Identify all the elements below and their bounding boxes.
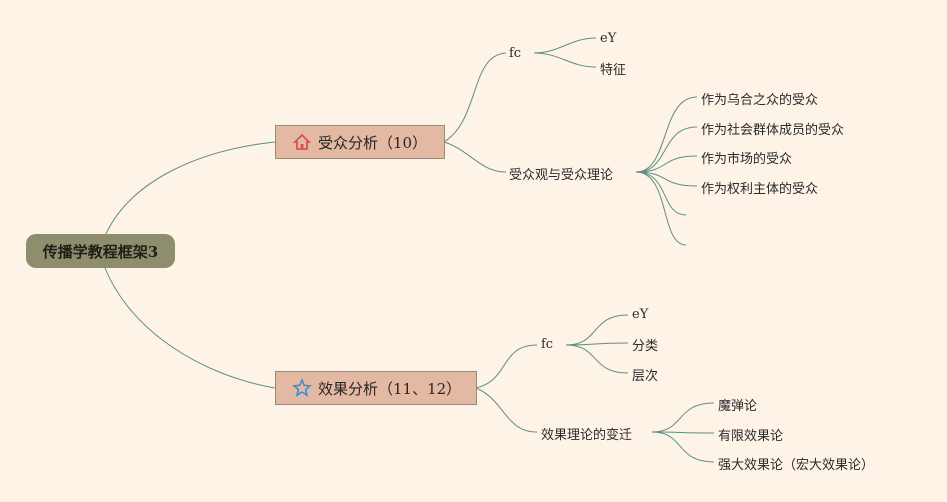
home-icon xyxy=(292,132,312,152)
leaf-node[interactable]: 分类 xyxy=(632,339,659,354)
leaf-node[interactable]: 有限效果论 xyxy=(718,429,784,444)
link-topic1-audience xyxy=(443,141,507,173)
leaf-node[interactable]: 作为权利主体的受众 xyxy=(701,182,819,197)
leaf-node[interactable]: 特征 xyxy=(600,63,627,78)
root-node[interactable]: 传播学教程框架3 xyxy=(26,234,175,268)
leaf-node[interactable]: 强大效果论（宏大效果论） xyxy=(718,458,875,473)
leaf-node[interactable]: 魔弹论 xyxy=(718,399,758,414)
link-topic1-fc xyxy=(443,52,507,143)
subtopic-effect-theory[interactable]: 效果理论的变迁 xyxy=(541,428,633,443)
topic-effect-analysis[interactable]: 效果分析（11、12） xyxy=(275,371,477,405)
link-fc1-leaf1 xyxy=(533,37,597,54)
link-topic2-fc xyxy=(475,344,538,389)
topic-label: 效果分析（11、12） xyxy=(318,379,462,398)
subtopic-audience-theory[interactable]: 受众观与受众理论 xyxy=(509,168,614,183)
link-root-topic1 xyxy=(104,141,276,237)
leaf-node[interactable]: 作为市场的受众 xyxy=(701,152,793,167)
topic-label: 受众分析（10） xyxy=(318,133,428,152)
link-root-topic2 xyxy=(104,267,276,389)
leaf-node[interactable]: eY xyxy=(632,307,649,322)
subtopic-fc[interactable]: fc xyxy=(541,337,554,352)
link-fc1-leaf2 xyxy=(533,52,597,68)
leaf-node[interactable]: 作为社会群体成员的受众 xyxy=(701,123,845,138)
link-topic2-effects xyxy=(475,387,538,433)
topic-audience-analysis[interactable]: 受众分析（10） xyxy=(275,125,445,159)
leaf-node[interactable]: 作为乌合之众的受众 xyxy=(701,93,819,108)
subtopic-fc[interactable]: fc xyxy=(509,46,522,61)
leaf-node[interactable]: 层次 xyxy=(632,369,659,384)
leaf-node[interactable]: eY xyxy=(600,31,617,46)
star-icon xyxy=(291,377,313,398)
